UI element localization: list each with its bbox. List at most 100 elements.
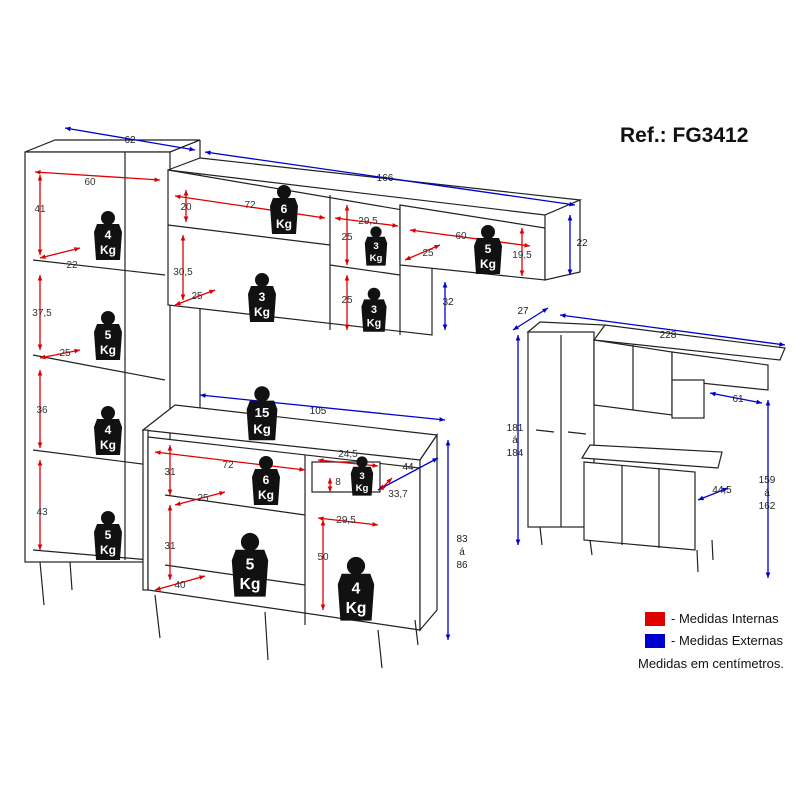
internal-dimension-label: 29,5 [336, 515, 356, 526]
external-dimension-arrow [199, 394, 446, 421]
internal-dimension-label: 25 [341, 232, 353, 243]
weight-body-icon [337, 573, 375, 621]
arrowhead-icon [698, 495, 704, 501]
internal-dimension-label: 24,5 [338, 449, 358, 460]
weight-value: 5 [246, 556, 255, 573]
internal-dimension-label: 25 [422, 248, 434, 259]
arrowhead-icon [154, 177, 160, 182]
external-dimension-label: 83 [456, 534, 468, 545]
weight-icon: 3Kg [350, 456, 374, 496]
arrowhead-icon [219, 491, 225, 496]
arrowhead-icon [372, 522, 378, 527]
arrowhead-icon [167, 574, 173, 580]
weight-body-icon [231, 549, 269, 597]
arrowhead-icon [319, 214, 325, 220]
internal-dimension-arrow [39, 247, 81, 259]
arrowhead-icon [344, 275, 350, 281]
arrowhead-icon [756, 399, 762, 405]
arrowhead-icon [410, 228, 416, 234]
weight-value: 3 [359, 471, 364, 482]
arrowhead-icon [380, 484, 386, 490]
arrowhead-icon [432, 458, 438, 463]
weight-value: 5 [105, 528, 112, 542]
weight-icon: 5Kg [474, 225, 502, 274]
weight-body-icon [94, 419, 122, 455]
arrowhead-icon [519, 270, 525, 276]
arrowhead-icon [74, 348, 80, 354]
internal-dimension-arrow [39, 349, 81, 359]
arrowhead-icon [344, 205, 350, 211]
weight-value: 6 [281, 202, 288, 216]
arrowhead-icon [65, 126, 71, 132]
legend-external-label: - Medidas Externas [671, 633, 783, 648]
weight-icon: 4Kg [94, 406, 122, 455]
arrowhead-icon [37, 275, 43, 281]
arrowhead-icon [567, 269, 573, 275]
external-dimension-label: 44 [402, 462, 414, 473]
weight-value: 4 [105, 423, 112, 437]
internal-dimension-arrow [174, 195, 326, 219]
weight-handle-icon [240, 532, 260, 552]
weight-value: 3 [373, 241, 378, 252]
internal-dimension-arrow [334, 217, 399, 227]
arrowhead-icon [405, 255, 411, 260]
weight-value: 6 [263, 473, 270, 487]
external-dimension-label: á [512, 435, 518, 446]
weight-handle-icon [346, 556, 366, 576]
arrowhead-icon [569, 201, 575, 207]
arrowhead-icon [710, 391, 716, 397]
internal-dimension-label: 50 [317, 552, 329, 563]
weight-handle-icon [254, 386, 270, 402]
external-dimension-label: 86 [456, 560, 468, 571]
arrowhead-icon [765, 400, 771, 406]
arrowhead-icon [765, 572, 771, 578]
internal-dimension-label: 31 [164, 541, 176, 552]
arrowhead-icon [524, 242, 530, 248]
weight-body-icon [94, 324, 122, 360]
internal-dimension-label: 29,5 [358, 216, 378, 227]
weight-icon: 6Kg [270, 185, 298, 234]
weight-body-icon [94, 524, 122, 560]
weight-unit: Kg [100, 438, 116, 452]
external-color-swatch [645, 633, 665, 648]
arrowhead-icon [167, 489, 173, 495]
arrowhead-icon [175, 194, 181, 200]
arrowhead-icon [183, 190, 189, 196]
arrowhead-icon [392, 222, 398, 228]
weight-value: 4 [352, 580, 361, 597]
legend-internal: - Medidas Internas [645, 611, 779, 626]
arrowhead-icon [439, 417, 445, 422]
weight-value: 5 [105, 328, 112, 342]
internal-dimension-label: 22 [66, 260, 78, 271]
arrowhead-icon [209, 289, 215, 295]
weight-handle-icon [101, 211, 115, 225]
arrowhead-icon [318, 516, 324, 521]
internal-dimension-label: 25 [341, 295, 353, 306]
weight-unit: Kg [100, 543, 116, 557]
arrowhead-icon [40, 354, 46, 360]
internal-dimension-label: 72 [222, 460, 234, 471]
arrowhead-icon [199, 575, 205, 580]
arrowhead-icon [155, 586, 161, 591]
external-dimension-arrow [512, 307, 549, 331]
external-dimension-label: á [764, 488, 770, 499]
internal-dimension-label: 25 [197, 493, 209, 504]
assembled-kitchen-view [526, 321, 786, 573]
external-dimension-label: á [459, 547, 465, 558]
legend-external: - Medidas Externas [645, 633, 783, 648]
legend-internal-label: - Medidas Internas [671, 611, 779, 626]
weight-handle-icon [367, 287, 381, 301]
external-dimension-label: 184 [507, 448, 524, 459]
internal-dimension-label: 37,5 [32, 308, 52, 319]
internal-dimension-label: 25 [191, 291, 203, 302]
arrowhead-icon [37, 442, 43, 448]
arrowhead-icon [180, 294, 186, 300]
weight-body-icon [94, 224, 122, 260]
weight-unit: Kg [100, 343, 116, 357]
weight-body-icon [248, 286, 276, 322]
weight-icon: 5Kg [94, 311, 122, 360]
weight-unit: Kg [346, 600, 367, 617]
arrowhead-icon [74, 247, 80, 252]
